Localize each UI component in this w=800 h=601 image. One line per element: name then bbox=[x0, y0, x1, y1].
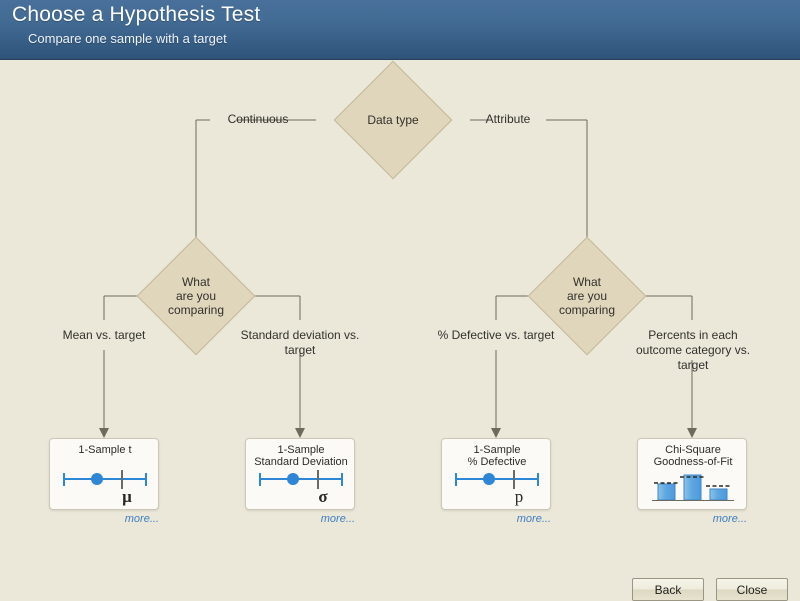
bar-chart-icon bbox=[652, 474, 734, 501]
more-link-one-sample-standard-deviation[interactable]: more... bbox=[320, 513, 355, 525]
more-link-one-sample-percent-defective[interactable]: more... bbox=[516, 513, 551, 525]
decision-tree-canvas: Data type What are you comparing What ar… bbox=[0, 60, 800, 601]
edge-label-percents-in-each-outcome-category: Percents in each outcome category vs. ta… bbox=[635, 328, 751, 372]
test-card-title: Chi-Square Goodness-of-Fit bbox=[653, 444, 733, 468]
decision-node-label: What are you comparing bbox=[558, 275, 616, 317]
edge-label-attribute: Attribute bbox=[485, 112, 531, 126]
interval-plot-icon bbox=[455, 470, 539, 489]
decision-node-label: What are you comparing bbox=[167, 275, 225, 317]
decision-node-label: Data type bbox=[367, 113, 419, 127]
edge-label-continuous: Continuous bbox=[227, 112, 289, 126]
more-link-chi-square-goodness-of-fit[interactable]: more... bbox=[712, 513, 747, 525]
close-button[interactable]: Close bbox=[716, 578, 788, 601]
page-title: Choose a Hypothesis Test bbox=[12, 3, 261, 26]
connector-lines bbox=[99, 119, 697, 438]
test-card-chi-square-goodness-of-fit[interactable]: Chi-Square Goodness-of-Fit bbox=[637, 438, 747, 510]
window-header: Choose a Hypothesis Test Compare one sam… bbox=[0, 0, 800, 60]
edge-label-mean-vs-target: Mean vs. target bbox=[62, 328, 146, 342]
test-card-symbol: σ bbox=[318, 487, 328, 506]
test-card-one-sample-t[interactable]: 1-Sample t μ bbox=[49, 438, 159, 510]
page-subtitle: Compare one sample with a target bbox=[28, 31, 227, 46]
test-card-symbol: μ bbox=[122, 487, 132, 506]
decision-node-right-what-are-you-comparing[interactable]: What are you comparing bbox=[527, 236, 647, 356]
edge-label-standard-deviation-vs-target: Standard deviation vs. target bbox=[240, 328, 360, 357]
test-card-title: 1-Sample % Defective bbox=[467, 444, 527, 468]
decision-node-left-what-are-you-comparing[interactable]: What are you comparing bbox=[136, 236, 256, 356]
interval-plot-icon bbox=[63, 470, 147, 489]
test-card-title: 1-Sample Standard Deviation bbox=[254, 444, 348, 468]
more-link-one-sample-t[interactable]: more... bbox=[124, 513, 159, 525]
test-card-one-sample-standard-deviation[interactable]: 1-Sample Standard Deviation σ bbox=[245, 438, 355, 510]
test-card-title: 1-Sample t bbox=[78, 444, 132, 456]
back-button[interactable]: Back bbox=[632, 578, 704, 601]
decision-node-data-type[interactable]: Data type bbox=[333, 60, 453, 180]
test-card-symbol: p bbox=[514, 487, 524, 506]
edge-label-percent-defective-vs-target: % Defective vs. target bbox=[437, 328, 555, 342]
interval-plot-icon bbox=[259, 470, 343, 489]
test-card-one-sample-percent-defective[interactable]: 1-Sample % Defective p bbox=[441, 438, 551, 510]
